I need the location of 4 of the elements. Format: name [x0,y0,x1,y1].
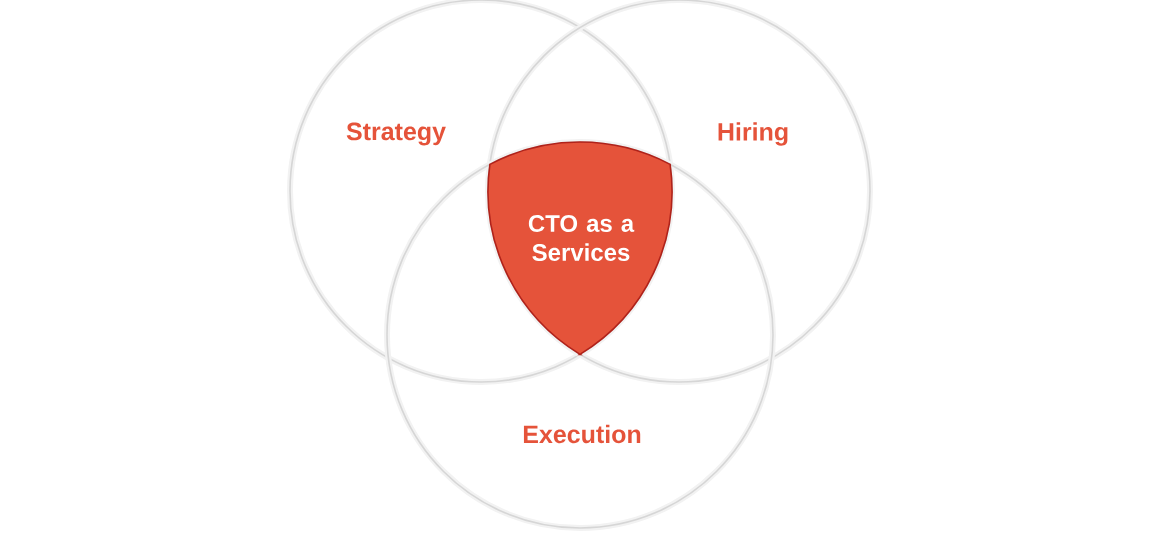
circle-label: Strategy [346,122,446,146]
circle-label: Execution [523,424,641,444]
circle-label: Hiring [718,122,788,146]
intersection-region: CTO as a Services [487,141,673,356]
